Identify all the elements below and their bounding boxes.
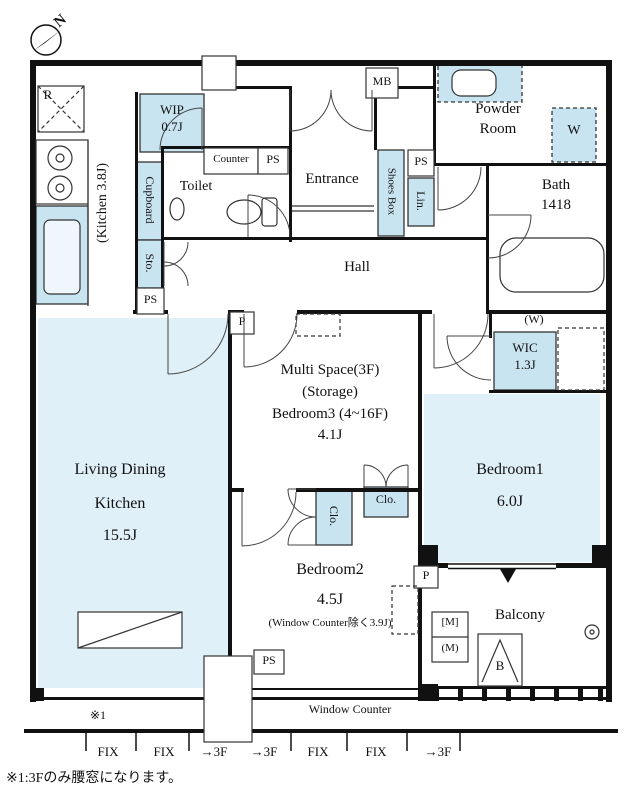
toilet-tank (261, 197, 278, 227)
dashed-storage (295, 313, 341, 337)
kitchen-sink (43, 219, 81, 295)
toilet-sink (169, 197, 185, 221)
bedroom2-note-label: (Window Counter除く3.9J) (268, 617, 392, 629)
entrance-step (292, 205, 374, 212)
window-label-6: →3F (424, 744, 452, 759)
balcony-window (448, 562, 556, 570)
washer-label: W (567, 123, 581, 138)
refrigerator-box (37, 85, 85, 133)
door-arcs (159, 89, 532, 547)
wip-box (139, 93, 205, 153)
ps-box-4 (253, 649, 285, 675)
bedroom2-label: Bedroom2 (296, 561, 364, 578)
ldk-label-2: Kitchen (94, 495, 146, 512)
dashed-counter (391, 585, 419, 635)
multi-space-label: Multi Space(3F) (Storage) Bedroom3 (4~16… (271, 362, 389, 444)
hatch-label: B (495, 658, 505, 673)
pillar-label-1: P (238, 314, 246, 328)
stove (35, 139, 89, 205)
ldk-size-label: 15.5J (102, 527, 138, 544)
evacuation-hatch (477, 633, 523, 687)
pillar-box-2 (413, 565, 439, 589)
powder-room-label: Powder Room (475, 101, 521, 137)
fixture-linework (35, 55, 605, 743)
bath-label: Bath 1418 (541, 177, 571, 213)
shoes-box-label: Shoes Box (385, 167, 398, 216)
linen-box (407, 177, 435, 227)
compass-icon (30, 24, 62, 56)
drain (584, 624, 600, 640)
wip-label: WIP 0.7J (160, 102, 184, 134)
meter-upper-label: [M] (441, 616, 459, 628)
meter-box-outline (365, 67, 399, 99)
hall-label: Hall (344, 259, 370, 275)
toilet-label: Toilet (179, 179, 213, 194)
bedroom2-size-label: 4.5J (316, 591, 344, 608)
ps-label-2: PS (143, 292, 158, 306)
balcony-label: Balcony (495, 607, 545, 623)
bedroom1-label: Bedroom1 (476, 461, 544, 478)
linen-label: Lin. (414, 191, 428, 211)
entrance-label: Entrance (305, 171, 359, 187)
walls (24, 60, 618, 733)
bottom-shaft (203, 655, 253, 743)
top-shaft (201, 55, 237, 91)
washer-alt-label: (W) (524, 312, 544, 326)
bedroom1-size-label: 6.0J (496, 493, 524, 510)
ps-label-4: PS (262, 653, 276, 667)
note-marker-label: ※1 (89, 708, 107, 722)
window-label-4: FIX (307, 744, 329, 759)
window-label-5: FIX (365, 744, 387, 759)
meter-box-label: MB (372, 74, 392, 88)
counter-label: Counter (213, 153, 249, 165)
bathtub (499, 237, 605, 293)
refrigerator-label: R (43, 87, 53, 102)
bottom-window-ticks (85, 733, 461, 751)
ps-label-1: PS (266, 152, 280, 166)
footnote: ※1:3Fのみ腰窓になります。 (6, 771, 183, 786)
ps-box-3 (407, 149, 435, 177)
shoes-box (377, 149, 405, 237)
closet1-label: Clo. (327, 505, 341, 527)
ps-box-1 (257, 147, 289, 175)
wic-box (493, 331, 557, 391)
pillar-label-2: P (422, 568, 430, 582)
ps-label-3: PS (414, 154, 428, 168)
entry-marker (500, 569, 516, 583)
window-label-2: →3F (200, 744, 228, 759)
wic-label: WIC 1.3J (512, 340, 538, 372)
balcony-railing (434, 688, 603, 701)
meter-lower-label: (M) (441, 642, 459, 654)
toilet-bowl (226, 199, 262, 225)
closet1-box (315, 488, 353, 546)
window-label-0: FIX (97, 744, 119, 759)
pillar-box-1 (229, 311, 255, 335)
window-label-1: FIX (153, 744, 175, 759)
window-label-3: →3F (250, 744, 278, 759)
ps-box-2 (136, 287, 165, 315)
closet2-label: Clo. (375, 492, 397, 506)
window-counter-label: Window Counter (308, 702, 392, 716)
cupboard-label: Cupboard (143, 176, 157, 224)
washer-box (551, 107, 597, 163)
storage-label: Sto. (143, 253, 157, 273)
kitchen-label: (Kitchen 3.8J) (95, 162, 110, 244)
dashed-washer-space (557, 327, 605, 391)
ldk-label-1: Living Dining (74, 461, 166, 478)
powder-sink-bowl (451, 69, 497, 97)
